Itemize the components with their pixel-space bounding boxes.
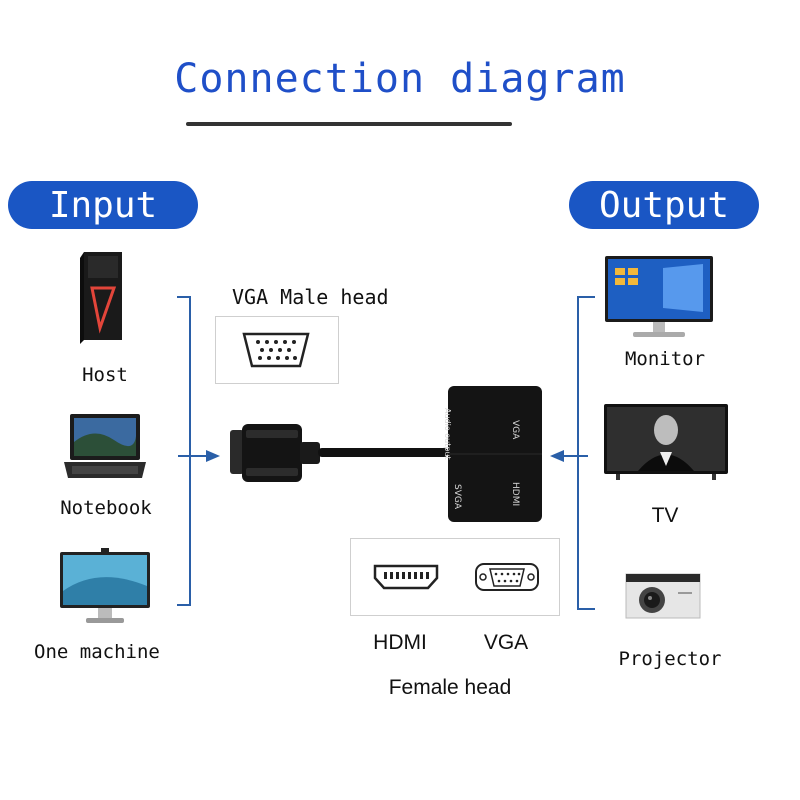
projector-icon [625, 573, 701, 619]
output-arrow [550, 450, 588, 462]
device-label-notebook: Notebook [60, 497, 152, 519]
monitor-icon [605, 256, 713, 337]
vga-female-port-icon [475, 563, 539, 591]
vga-male-port-icon [242, 332, 310, 368]
input-arrow [178, 450, 220, 462]
all-in-one-pc-icon [60, 548, 150, 623]
female-head-label: Female head [388, 676, 512, 699]
device-label-monitor: Monitor [624, 348, 706, 370]
adapter-port-audio-label: Audio output [443, 408, 452, 460]
diagram-title: Connection diagram [174, 56, 626, 102]
device-label-host: Host [82, 364, 128, 386]
input-bracket [177, 296, 191, 606]
adapter-body [448, 386, 542, 522]
desktop-tower-icon [80, 252, 122, 344]
adapter-port-svga-label: SVGA [452, 484, 462, 510]
female-port-label-vga: VGA [483, 631, 529, 654]
input-pill: Input [8, 181, 198, 229]
device-label-tv: TV [651, 504, 679, 527]
adapter-port-hdmi-label: HDMI [510, 482, 520, 507]
laptop-icon [64, 414, 146, 478]
female-port-label-hdmi: HDMI [373, 631, 427, 654]
output-bracket [577, 296, 595, 610]
vga-cable [230, 424, 448, 482]
device-label-projector: Projector [618, 648, 722, 670]
title-underline [186, 122, 512, 126]
device-label-one-machine: One machine [34, 641, 160, 663]
output-pill: Output [569, 181, 759, 229]
hdmi-port-icon [373, 564, 439, 590]
adapter-port-vga-label: VGA [510, 420, 520, 440]
male-head-label: VGA Male head [232, 285, 389, 309]
tv-icon [604, 404, 728, 480]
